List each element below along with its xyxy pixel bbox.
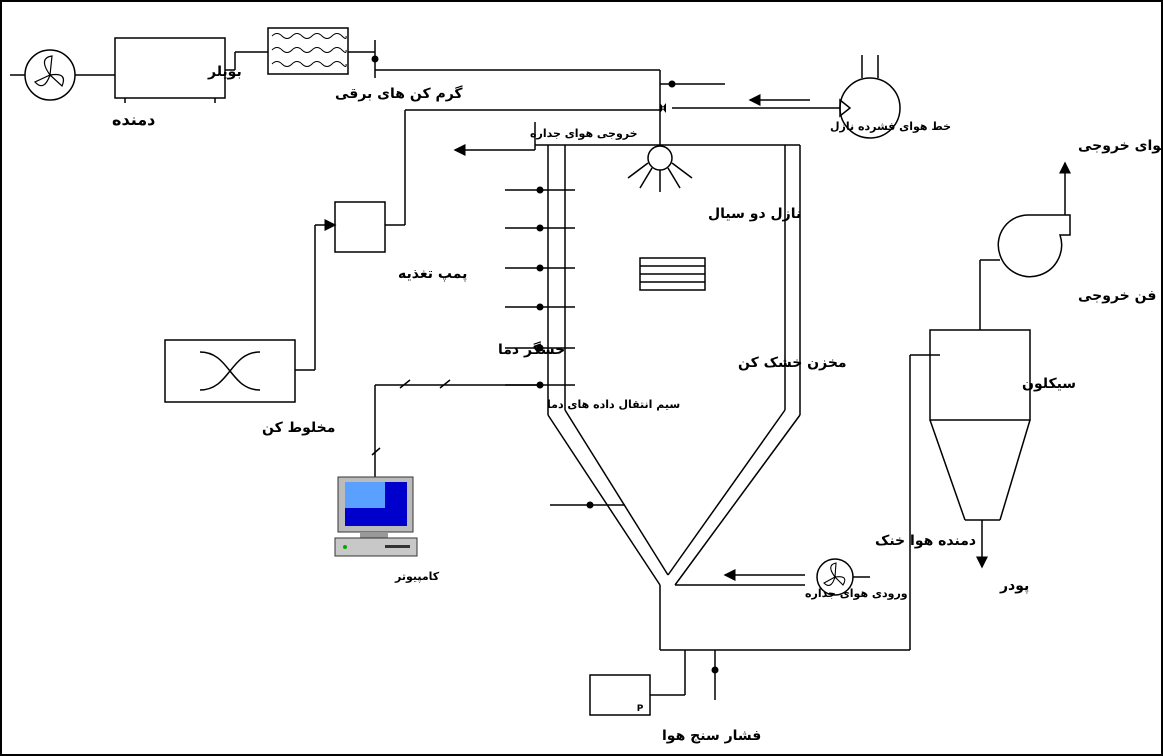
two-fluid-nozzle-icon bbox=[627, 145, 693, 192]
exhaust-fan-label: فن خروجی bbox=[1078, 288, 1156, 304]
two-fluid-nozzle-label: نازل دو سیال bbox=[708, 206, 801, 222]
pressure-gauge-box bbox=[589, 674, 651, 716]
temp-data-wire-label: سیم انتقال داده های دما bbox=[547, 398, 680, 411]
feed-pump-box bbox=[334, 201, 386, 253]
pressure-gauge-p-mark: P bbox=[637, 704, 644, 714]
computer-icon bbox=[334, 476, 418, 557]
wall-air-outlet-label: خروجی هوای جداره bbox=[530, 127, 638, 140]
feed-pump-label: پمپ تغذیه bbox=[398, 266, 467, 282]
temperature-sensor-label: حسگر دما bbox=[498, 341, 565, 358]
electric-heater-box bbox=[267, 27, 349, 75]
powder-label: پودر bbox=[999, 578, 1029, 594]
blower-icon bbox=[24, 49, 76, 101]
compressor-icon bbox=[839, 55, 901, 139]
compressed-air-line-label: خط هوای فشرده نازل bbox=[830, 120, 951, 133]
cyclone-label: سیکلون bbox=[1022, 376, 1076, 392]
valve-dots bbox=[371, 55, 719, 674]
boiler-label: بویلر bbox=[207, 64, 242, 80]
wall-air-inlet-label: ورودی هوای جداره bbox=[805, 587, 908, 600]
boiler-box bbox=[114, 37, 226, 99]
computer-label: کامپیوتر bbox=[394, 570, 440, 583]
air-pressure-gauge-label: فشار سنج هوا bbox=[662, 728, 761, 744]
mixer-box bbox=[164, 339, 296, 403]
dryer-chamber-label: مخزن خشک کن bbox=[738, 355, 847, 371]
blower-label: دمنده bbox=[112, 110, 155, 129]
mixer-label: مخلوط کن bbox=[262, 420, 335, 436]
exhaust-air-label: هوای خروجی bbox=[1078, 138, 1163, 154]
electric-heaters-label: گرم کن های برقی bbox=[335, 85, 463, 102]
exhaust-fan-icon bbox=[997, 214, 1071, 278]
cyclone-shape bbox=[929, 329, 1031, 521]
cold-air-blower-label: دمنده هوا خنک bbox=[875, 533, 976, 549]
